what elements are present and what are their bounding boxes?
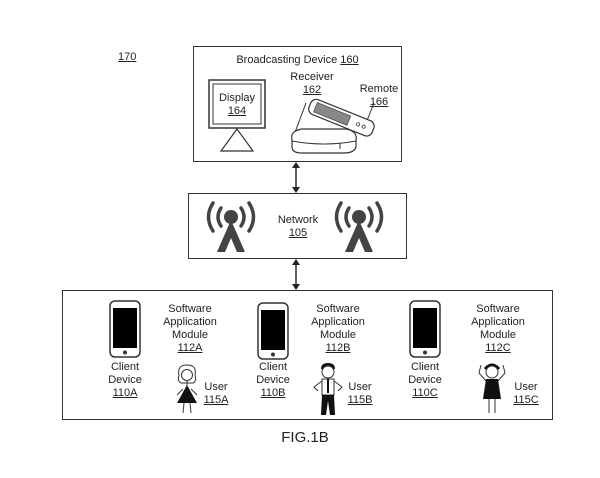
module-line2: Application (311, 316, 365, 328)
user-ref: 115B (347, 394, 373, 406)
module-line1: Software (476, 303, 520, 315)
software-module-label: Software Application Module 112B (303, 303, 373, 355)
module-line3: Module (171, 329, 209, 341)
user-girl-cheering-icon (478, 363, 506, 413)
remote-ref: 166 (369, 96, 389, 108)
module-ref: 112A (177, 342, 203, 354)
display-name: Display (218, 92, 256, 104)
receiver-ref: 162 (302, 84, 322, 96)
client-device-line2: Device (256, 374, 290, 386)
user-ref: 115A (203, 394, 229, 406)
bidirectional-arrow-bottom (292, 259, 300, 290)
bidirectional-arrow-top (292, 162, 300, 193)
client-device-line1: Client (410, 361, 440, 373)
antenna-tower-icon (334, 201, 384, 252)
client-group-b: Client Device 110B Software Application … (211, 291, 373, 421)
network-ref: 105 (288, 227, 308, 239)
user-ref: 115C (513, 394, 539, 406)
client-group-a: Client Device 110A Software Application … (63, 291, 228, 421)
module-line3: Module (479, 329, 517, 341)
module-line1: Software (168, 303, 212, 315)
smartphone-icon (109, 300, 141, 358)
module-ref: 112C (485, 342, 511, 354)
display-monitor-icon (208, 79, 266, 152)
module-line2: Application (471, 316, 525, 328)
user-label: User 115B (345, 381, 375, 407)
display-label: Display 164 (213, 92, 261, 118)
broadcasting-device-title: Broadcasting Device 160 (194, 54, 401, 67)
software-module-label: Software Application Module 112C (463, 303, 533, 355)
user-name: User (204, 381, 228, 393)
user-name: User (348, 381, 372, 393)
user-girl-icon (176, 364, 198, 414)
client-device-label: Client Device 110C (393, 361, 457, 400)
client-device-ref: 110B (260, 387, 286, 399)
network-box: Network 105 (188, 193, 407, 259)
module-ref: 112B (325, 342, 351, 354)
broadcasting-device-ref: 160 (340, 54, 359, 66)
display-ref: 164 (227, 105, 247, 117)
client-device-ref: 110C (412, 387, 438, 399)
remote-label: Remote 166 (356, 83, 402, 109)
software-module-label: Software Application Module 112A (155, 303, 225, 355)
network-label: Network 105 (267, 214, 329, 240)
client-device-line1: Client (110, 361, 140, 373)
figure-caption: FIG.1B (281, 429, 329, 446)
module-line2: Application (163, 316, 217, 328)
antenna-tower-icon (206, 201, 256, 252)
clients-box: Client Device 110A Software Application … (62, 290, 553, 420)
user-name: User (514, 381, 538, 393)
client-device-line1: Client (258, 361, 288, 373)
client-device-label: Client Device 110A (93, 361, 157, 400)
receiver-name: Receiver (290, 71, 334, 83)
remote-name: Remote (359, 83, 399, 95)
client-device-line2: Device (408, 374, 442, 386)
client-group-c: Client Device 110C Software Application … (363, 291, 553, 421)
figure-reference: 170 (118, 51, 137, 63)
network-name: Network (277, 214, 319, 226)
module-line1: Software (316, 303, 360, 315)
receiver-label: Receiver 162 (282, 71, 342, 97)
smartphone-icon (409, 300, 441, 358)
receiver-remote-icon (291, 98, 375, 154)
smartphone-icon (257, 302, 289, 360)
user-label: User 115A (201, 381, 231, 407)
module-line3: Module (319, 329, 357, 341)
client-device-label: Client Device 110B (241, 361, 305, 400)
broadcasting-device-label: Broadcasting Device (236, 54, 338, 66)
client-device-line2: Device (108, 374, 142, 386)
user-boy-icon (313, 363, 343, 415)
broadcasting-device-box: Broadcasting Device 160 Display 164 Rece… (193, 46, 402, 162)
user-label: User 115C (511, 381, 541, 407)
client-device-ref: 110A (112, 387, 138, 399)
